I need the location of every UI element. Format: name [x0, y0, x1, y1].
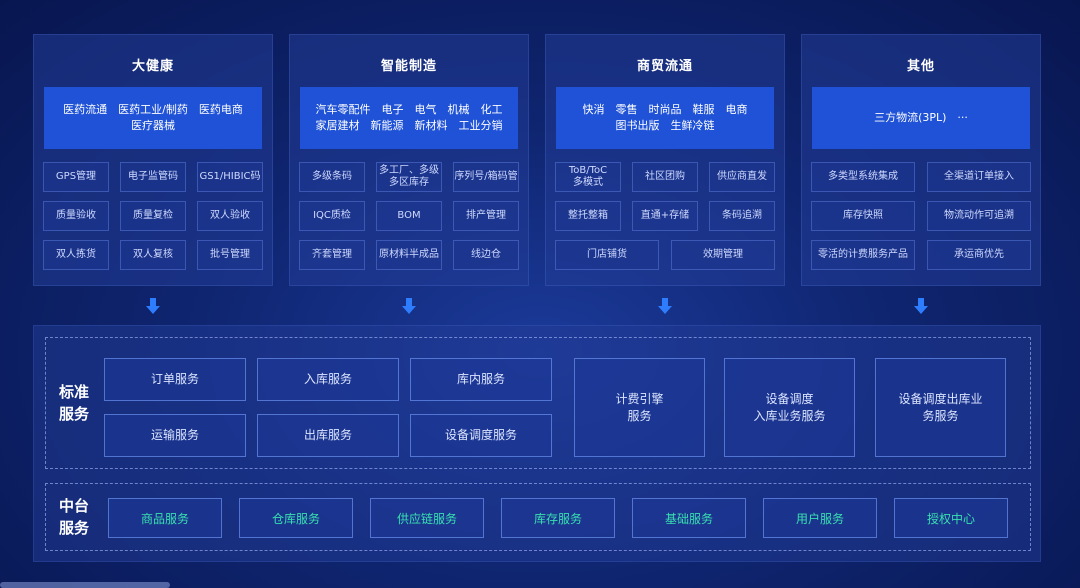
feature-item: 原材料半成品: [376, 240, 442, 270]
service-box: 运输服务: [104, 414, 246, 457]
middle-service-box: 库存服务: [501, 498, 615, 538]
middle-service-box: 授权中心: [894, 498, 1008, 538]
highlight-line: 快消 零售 时尚品 鞋服 电商: [582, 103, 748, 116]
highlight-line: 家居建材 新能源 新材料 工业分销: [315, 119, 503, 132]
feature-item: 供应商直发: [709, 162, 775, 192]
industry-highlight: 快消 零售 时尚品 鞋服 电商 图书出版 生鲜冷链: [556, 87, 774, 149]
feature-item: GPS管理: [43, 162, 109, 192]
service-box: 入库服务: [257, 358, 399, 401]
highlight-line: 汽车零配件 电子 电气 机械 化工: [315, 103, 503, 116]
highlight-line: 图书出版 生鲜冷链: [615, 119, 715, 132]
service-box: 设备调度服务: [410, 414, 552, 457]
standard-services-group: [45, 337, 1031, 469]
middle-services-group: [45, 483, 1031, 551]
feature-item: 库存快照: [811, 201, 915, 231]
service-box-large: 设备调度出库业 务服务: [875, 358, 1006, 457]
feature-item: 零活的计费服务产品: [811, 240, 915, 270]
feature-item: 批号管理: [197, 240, 263, 270]
feature-item: IQC质检: [299, 201, 365, 231]
panel-other: 其他 三方物流(3PL) ··· 多类型系统集成 全渠道订单接入 库存快照 物流…: [801, 34, 1041, 286]
panel-commerce: 商贸流通 快消 零售 时尚品 鞋服 电商 图书出版 生鲜冷链 ToB/ToC 多…: [545, 34, 785, 286]
feature-item: 序列号/箱码管: [453, 162, 519, 192]
industry-highlight: 三方物流(3PL) ···: [812, 87, 1030, 149]
feature-item: 质量复检: [120, 201, 186, 231]
panel-title: 其他: [906, 59, 935, 74]
feature-item: 双人复核: [120, 240, 186, 270]
standard-services-label: 标准 服务: [58, 383, 89, 423]
service-box: 订单服务: [104, 358, 246, 401]
feature-item: 线边仓: [453, 240, 519, 270]
feature-item: BOM: [376, 201, 442, 231]
service-box-large: 计费引擎 服务: [574, 358, 705, 457]
industry-highlight: 汽车零配件 电子 电气 机械 化工 家居建材 新能源 新材料 工业分销: [300, 87, 518, 149]
feature-item: 多级条码: [299, 162, 365, 192]
middle-service-box: 仓库服务: [239, 498, 353, 538]
service-box: 出库服务: [257, 414, 399, 457]
feature-item: 门店铺货: [555, 240, 659, 270]
feature-item: 多工厂、多级 多区库存: [376, 162, 442, 192]
middle-services-label: 中台 服务: [58, 497, 89, 537]
arrow-down-icon: [402, 298, 416, 314]
scrollbar[interactable]: [0, 582, 170, 588]
feature-item: 条码追溯: [709, 201, 775, 231]
panel-title: 大健康: [131, 59, 174, 74]
feature-item: ToB/ToC 多模式: [555, 162, 621, 192]
middle-service-box: 商品服务: [108, 498, 222, 538]
feature-item: 效期管理: [671, 240, 775, 270]
feature-item: 电子监管码: [120, 162, 186, 192]
arrow-down-icon: [146, 298, 160, 314]
feature-item: GS1/HIBIC码: [197, 162, 263, 192]
panel-title: 商贸流通: [636, 59, 693, 74]
feature-item: 直通+存储: [632, 201, 698, 231]
feature-item: 全渠道订单接入: [927, 162, 1031, 192]
feature-item: 多类型系统集成: [811, 162, 915, 192]
middle-service-box: 用户服务: [763, 498, 877, 538]
arrow-down-icon: [914, 298, 928, 314]
feature-item: 双人验收: [197, 201, 263, 231]
service-box: 库内服务: [410, 358, 552, 401]
feature-item: 齐套管理: [299, 240, 365, 270]
feature-item: 双人拣货: [43, 240, 109, 270]
feature-item: 排产管理: [453, 201, 519, 231]
feature-item: 物流动作可追溯: [927, 201, 1031, 231]
feature-item: 质量验收: [43, 201, 109, 231]
panel-health: 大健康 医药流通 医药工业/制药 医药电商 医疗器械 GPS管理 电子监管码 G…: [33, 34, 273, 286]
service-box-large: 设备调度 入库业务服务: [724, 358, 855, 457]
middle-service-box: 基础服务: [632, 498, 746, 538]
middle-service-box: 供应链服务: [370, 498, 484, 538]
highlight-line: 医疗器械: [131, 119, 175, 132]
panel-title: 智能制造: [380, 59, 437, 74]
feature-item: 社区团购: [632, 162, 698, 192]
arrow-down-icon: [658, 298, 672, 314]
feature-item: 整托整箱: [555, 201, 621, 231]
highlight-line: 三方物流(3PL) ···: [874, 111, 968, 124]
panel-manufacturing: 智能制造 汽车零配件 电子 电气 机械 化工 家居建材 新能源 新材料 工业分销…: [289, 34, 529, 286]
highlight-line: 医药流通 医药工业/制药 医药电商: [63, 103, 243, 116]
service-platform: 标准 服务 订单服务 入库服务 库内服务 运输服务 出库服务 设备调度服务 计费…: [33, 325, 1041, 562]
industry-highlight: 医药流通 医药工业/制药 医药电商 医疗器械: [44, 87, 262, 149]
feature-item: 承运商优先: [927, 240, 1031, 270]
